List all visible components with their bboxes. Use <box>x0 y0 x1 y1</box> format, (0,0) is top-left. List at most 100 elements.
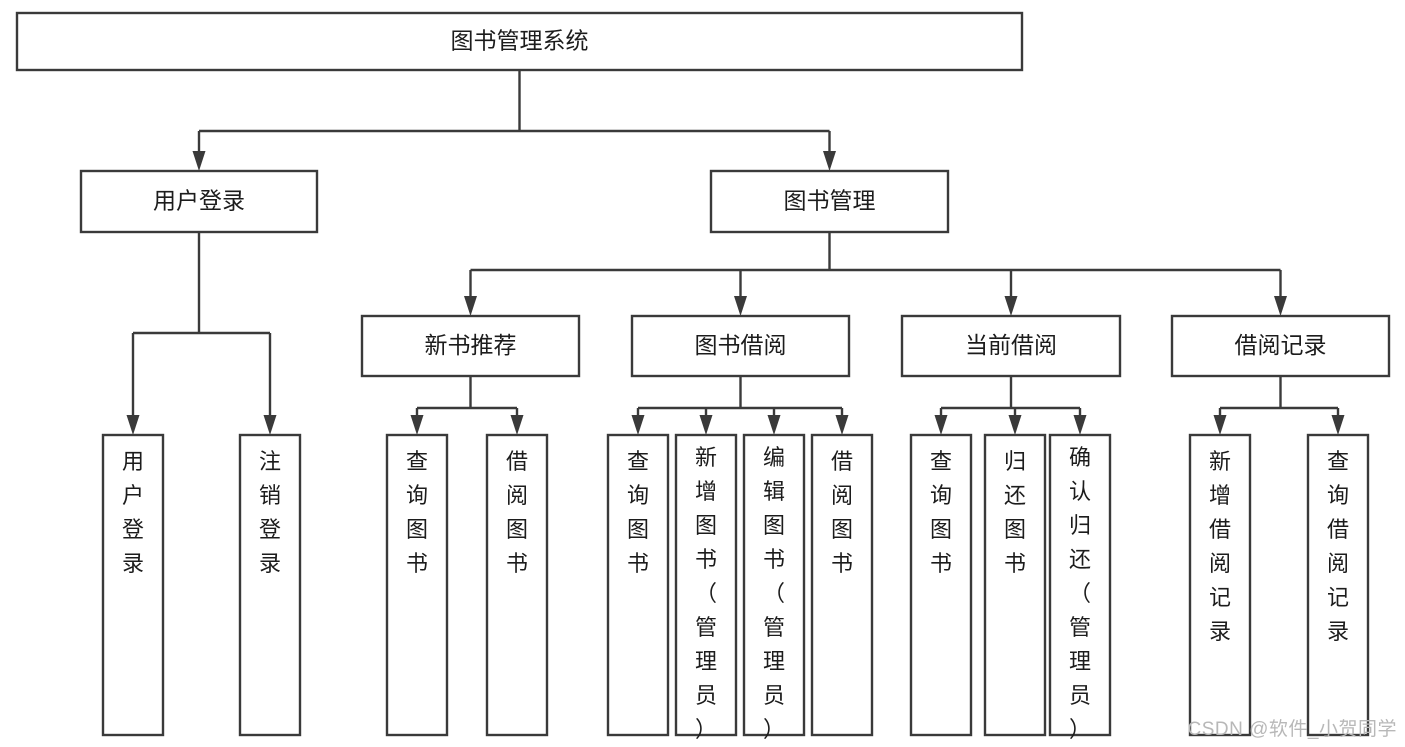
node-box[interactable] <box>909 433 973 737</box>
node-查询图书[interactable]: 查询图书 <box>909 433 973 737</box>
arrow-to-确认归还管理员 <box>1073 408 1087 435</box>
node-box[interactable] <box>1306 433 1370 737</box>
node-图书借阅[interactable]: 图书借阅 <box>630 314 851 378</box>
node-查询图书[interactable]: 查询图书 <box>385 433 449 737</box>
arrow-head-icon <box>835 415 849 435</box>
node-新增图书管理员[interactable]: 新增图书（管理员） <box>674 433 738 742</box>
arrow-to-图书借阅 <box>734 270 747 316</box>
arrow-to-归还图书 <box>1008 408 1022 435</box>
node-新书推荐[interactable]: 新书推荐 <box>360 314 581 378</box>
node-label: 借阅记录 <box>1235 332 1327 358</box>
node-label: 用户登录 <box>153 188 245 214</box>
arrow-head-icon <box>734 296 747 316</box>
node-label: 编辑图书（管理员） <box>763 445 785 742</box>
node-box[interactable] <box>485 433 549 737</box>
arrow-to-新书推荐 <box>464 270 477 316</box>
arrow-to-借阅图书 <box>835 408 849 435</box>
arrow-to-查询图书 <box>934 408 948 435</box>
node-label: 查询图书 <box>930 449 952 576</box>
node-box[interactable] <box>1048 433 1112 737</box>
arrow-to-用户登录 <box>126 333 140 435</box>
node-box[interactable] <box>79 169 319 234</box>
node-label: 新增图书（管理员） <box>695 445 717 742</box>
arrow-to-注销登录 <box>263 333 277 435</box>
arrow-head-icon <box>192 151 206 171</box>
arrow-head-icon <box>1004 296 1018 316</box>
node-label: 当前借阅 <box>965 332 1057 358</box>
node-用户登录[interactable]: 用户登录 <box>79 169 319 234</box>
node-box[interactable] <box>238 433 302 737</box>
node-box[interactable] <box>606 433 670 737</box>
node-label: 确认归还（管理员） <box>1069 445 1091 742</box>
arrow-head-icon <box>1331 415 1345 435</box>
node-归还图书[interactable]: 归还图书 <box>983 433 1047 737</box>
node-label: 新增借阅记录 <box>1209 449 1231 644</box>
node-box[interactable] <box>900 314 1122 378</box>
node-box[interactable] <box>1170 314 1391 378</box>
node-box[interactable] <box>360 314 581 378</box>
arrow-head-icon <box>510 415 524 435</box>
arrow-to-查询借阅记录 <box>1331 408 1345 435</box>
arrow-to-图书管理 <box>823 131 836 171</box>
arrow-to-新增借阅记录 <box>1213 408 1227 435</box>
node-图书管理系统[interactable]: 图书管理系统 <box>15 11 1024 72</box>
node-box[interactable] <box>101 433 165 737</box>
arrow-head-icon <box>934 415 948 435</box>
node-box[interactable] <box>630 314 851 378</box>
node-图书管理[interactable]: 图书管理 <box>709 169 950 234</box>
arrow-to-编辑图书管理员 <box>767 408 781 435</box>
node-box[interactable] <box>810 433 874 737</box>
node-借阅图书[interactable]: 借阅图书 <box>485 433 549 737</box>
node-label: 归还图书 <box>1004 449 1026 576</box>
node-编辑图书管理员[interactable]: 编辑图书（管理员） <box>742 433 806 742</box>
arrow-to-当前借阅 <box>1004 270 1018 316</box>
arrow-head-icon <box>1213 415 1227 435</box>
arrow-head-icon <box>631 415 645 435</box>
arrow-head-icon <box>823 151 836 171</box>
node-确认归还管理员[interactable]: 确认归还（管理员） <box>1048 433 1112 742</box>
node-label: 注销登录 <box>259 449 281 576</box>
node-box[interactable] <box>385 433 449 737</box>
node-label: 图书管理系统 <box>451 28 589 54</box>
node-label: 借阅图书 <box>831 449 853 576</box>
arrow-to-用户登录 <box>192 131 206 171</box>
boxes-layer: 图书管理系统用户登录图书管理新书推荐图书借阅当前借阅借阅记录用户登录注销登录查询… <box>15 11 1391 742</box>
node-label: 查询图书 <box>627 449 649 576</box>
arrow-head-icon <box>767 415 781 435</box>
node-label: 查询借阅记录 <box>1327 449 1349 644</box>
arrow-to-查询图书 <box>410 408 424 435</box>
node-box[interactable] <box>742 433 806 737</box>
node-label: 图书管理 <box>784 188 876 214</box>
node-借阅记录[interactable]: 借阅记录 <box>1170 314 1391 378</box>
arrow-head-icon <box>1073 415 1087 435</box>
node-借阅图书[interactable]: 借阅图书 <box>810 433 874 737</box>
node-当前借阅[interactable]: 当前借阅 <box>900 314 1122 378</box>
node-label: 图书借阅 <box>695 332 787 358</box>
node-box[interactable] <box>674 433 738 737</box>
arrow-head-icon <box>126 415 140 435</box>
node-注销登录[interactable]: 注销登录 <box>238 433 302 737</box>
node-label: 用户登录 <box>122 449 144 576</box>
node-查询图书[interactable]: 查询图书 <box>606 433 670 737</box>
arrow-head-icon <box>1008 415 1022 435</box>
arrow-to-借阅记录 <box>1274 270 1287 316</box>
node-box[interactable] <box>15 11 1024 72</box>
node-用户登录[interactable]: 用户登录 <box>101 433 165 737</box>
node-新增借阅记录[interactable]: 新增借阅记录 <box>1188 433 1252 737</box>
arrow-to-查询图书 <box>631 408 645 435</box>
arrow-head-icon <box>263 415 277 435</box>
node-label: 新书推荐 <box>425 332 517 358</box>
connectors-layer <box>126 70 1345 435</box>
node-box[interactable] <box>1188 433 1252 737</box>
node-box[interactable] <box>709 169 950 234</box>
node-label: 查询图书 <box>406 449 428 576</box>
arrow-to-新增图书管理员 <box>699 408 713 435</box>
arrow-head-icon <box>410 415 424 435</box>
node-box[interactable] <box>983 433 1047 737</box>
node-label: 借阅图书 <box>506 449 528 576</box>
node-查询借阅记录[interactable]: 查询借阅记录 <box>1306 433 1370 737</box>
arrow-head-icon <box>464 296 477 316</box>
arrow-head-icon <box>1274 296 1287 316</box>
